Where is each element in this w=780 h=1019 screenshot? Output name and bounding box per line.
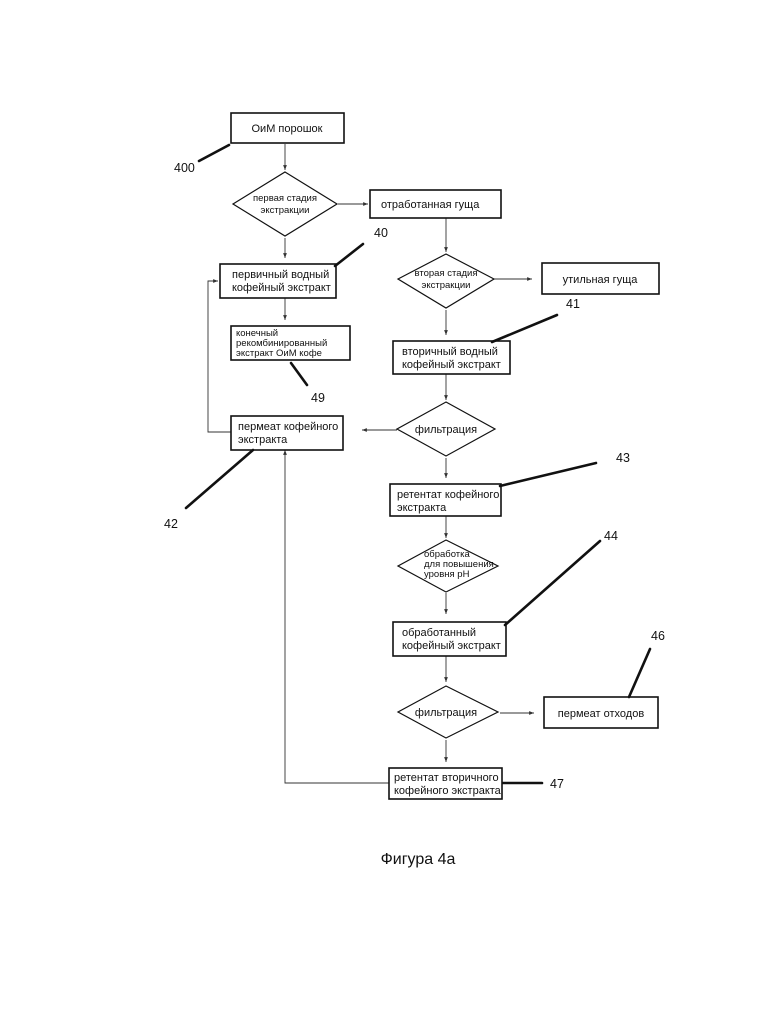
- arrow-permeate-to-primary: [208, 281, 231, 432]
- secondary-extract-label-line1: вторичный водный: [402, 346, 498, 358]
- arrow-secondary-retentate-to-permeate: [285, 450, 389, 783]
- spent-grounds-box: отработанная гуща: [370, 190, 501, 218]
- permeate-box: пермеат кофейного экстракта: [231, 416, 343, 450]
- reference-leaders: [186, 145, 650, 783]
- retentate-label-line1: ретентат кофейного: [397, 489, 499, 501]
- leader-43: [500, 463, 596, 486]
- leader-400: [199, 145, 229, 161]
- ref-400: 400: [174, 161, 195, 175]
- ph-treatment-diamond: обработка для повышения уровня pH: [398, 540, 498, 592]
- treated-extract-label-line1: обработанный: [402, 627, 476, 639]
- final-recombined-label-line3: экстракт ОиМ кофе: [236, 348, 322, 359]
- waste-grounds-label: утильная гуща: [563, 274, 639, 286]
- secondary-retentate-label-line1: ретентат вторичного: [394, 772, 499, 784]
- first-extraction-label-line1: первая стадия: [253, 193, 317, 204]
- waste-grounds-box: утильная гуща: [542, 263, 659, 294]
- oim-powder-box: ОиМ порошок: [231, 113, 344, 143]
- treated-extract-box: обработанный кофейный экстракт: [393, 622, 506, 656]
- flow-arrows: [208, 144, 534, 783]
- ref-40: 40: [374, 226, 388, 240]
- leader-41: [492, 315, 557, 342]
- primary-extract-label-line1: первичный водный: [232, 269, 329, 281]
- ref-43: 43: [616, 451, 630, 465]
- filtration-2-diamond: фильтрация: [398, 686, 498, 738]
- leader-40: [335, 244, 363, 266]
- ref-49: 49: [311, 391, 325, 405]
- leader-46: [629, 649, 650, 697]
- ref-42: 42: [164, 517, 178, 531]
- filtration-1-label: фильтрация: [415, 424, 477, 436]
- ph-treatment-label-line3: уровня pH: [424, 569, 470, 580]
- filtration-2-label: фильтрация: [415, 707, 477, 719]
- filtration-1-diamond: фильтрация: [397, 402, 495, 456]
- secondary-retentate-box: ретентат вторичного кофейного экстракта: [389, 768, 502, 799]
- waste-permeate-box: пермеат отходов: [544, 697, 658, 728]
- leader-49: [291, 363, 307, 385]
- primary-extract-box: первичный водный кофейный экстракт: [220, 264, 336, 298]
- secondary-retentate-label-line2: кофейного экстракта: [394, 785, 502, 797]
- second-extraction-label-line2: экстракции: [422, 280, 471, 291]
- first-extraction-diamond: первая стадия экстракции: [233, 172, 337, 236]
- waste-permeate-label: пермеат отходов: [558, 708, 645, 720]
- retentate-label-line2: экстракта: [397, 502, 447, 514]
- leader-42: [186, 450, 253, 508]
- first-extraction-label-line2: экстракции: [261, 205, 310, 216]
- treated-extract-label-line2: кофейный экстракт: [402, 640, 501, 652]
- permeate-label-line1: пермеат кофейного: [238, 421, 338, 433]
- leader-44: [505, 541, 600, 625]
- ref-44: 44: [604, 529, 618, 543]
- retentate-box: ретентат кофейного экстракта: [390, 484, 501, 516]
- spent-grounds-label: отработанная гуща: [381, 199, 480, 211]
- primary-extract-label-line2: кофейный экстракт: [232, 282, 331, 294]
- figure-caption: Фигура 4а: [381, 851, 456, 868]
- secondary-extract-box: вторичный водный кофейный экстракт: [393, 341, 510, 374]
- final-recombined-extract-box: конечный рекомбинированный экстракт ОиМ …: [231, 326, 350, 360]
- second-extraction-diamond: вторая стадия экстракции: [398, 254, 494, 308]
- secondary-extract-label-line2: кофейный экстракт: [402, 359, 501, 371]
- ref-46: 46: [651, 629, 665, 643]
- permeate-label-line2: экстракта: [238, 434, 288, 446]
- second-extraction-label-line1: вторая стадия: [415, 268, 478, 279]
- ref-47: 47: [550, 777, 564, 791]
- ref-41: 41: [566, 297, 580, 311]
- oim-powder-label: ОиМ порошок: [252, 123, 323, 135]
